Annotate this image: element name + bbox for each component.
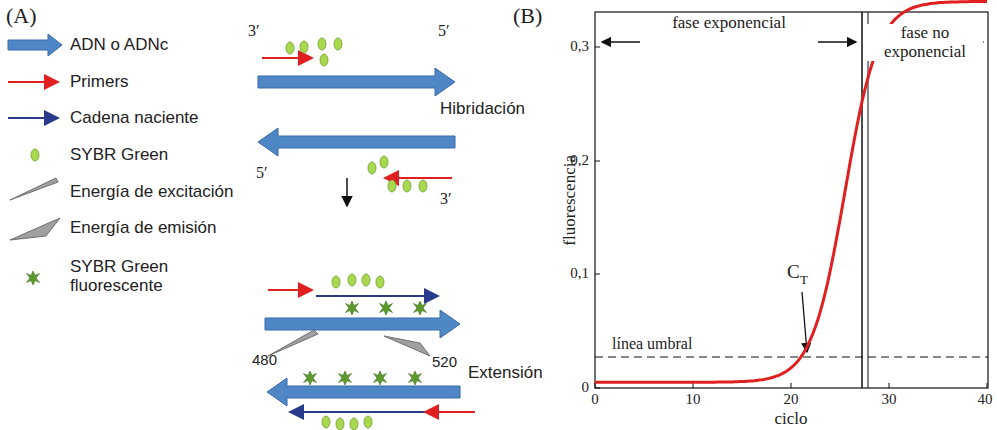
- strand-end: 5′: [438, 22, 450, 40]
- tick-label: 0,3: [570, 38, 589, 55]
- ct-label: T: [800, 273, 808, 287]
- step-name: Extensión: [468, 364, 543, 383]
- strand-end: 3′: [440, 190, 452, 208]
- legend-samples: [8, 34, 62, 285]
- legend-text: Energía de excitación: [70, 183, 234, 202]
- legend-text: ADN o ADNc: [70, 36, 168, 55]
- amplification-chart: [595, 2, 988, 389]
- axis-title: ciclo: [774, 410, 807, 429]
- legend-text: Primers: [70, 73, 129, 92]
- phase-label: fase exponencial: [672, 14, 786, 33]
- tick-label: 0,2: [570, 152, 589, 169]
- tick-label: 40: [978, 391, 993, 408]
- strand-end: 3′: [248, 22, 260, 40]
- tick-label: 0,1: [570, 265, 589, 282]
- phase-label: fase no exponencial: [867, 24, 983, 61]
- legend-text: SYBR Green fluorescente: [70, 258, 200, 295]
- strand-end: 5′: [256, 164, 268, 182]
- legend-text: SYBR Green: [70, 146, 168, 165]
- panel-letter: (B): [513, 4, 542, 28]
- amplification-curve: [595, 2, 987, 383]
- ct-label: C: [787, 262, 800, 283]
- wavelength: 520: [432, 354, 457, 371]
- legend-text: Cadena naciente: [70, 109, 199, 128]
- legend-text: Energía de emisión: [70, 219, 216, 238]
- hybridization-scheme: [258, 38, 455, 206]
- step-name: Hibridación: [440, 100, 525, 119]
- tick-label: 0: [591, 391, 599, 408]
- wavelength: 480: [252, 352, 277, 369]
- threshold-label: línea umbral: [612, 335, 692, 353]
- panel-letter: (A): [6, 4, 37, 28]
- tick-label: 30: [882, 391, 897, 408]
- extension-scheme: [265, 274, 475, 430]
- axis-title: fluorescencia: [561, 155, 580, 246]
- tick-label: 10: [686, 391, 701, 408]
- tick-label: 0: [582, 379, 590, 396]
- tick-label: 20: [784, 391, 799, 408]
